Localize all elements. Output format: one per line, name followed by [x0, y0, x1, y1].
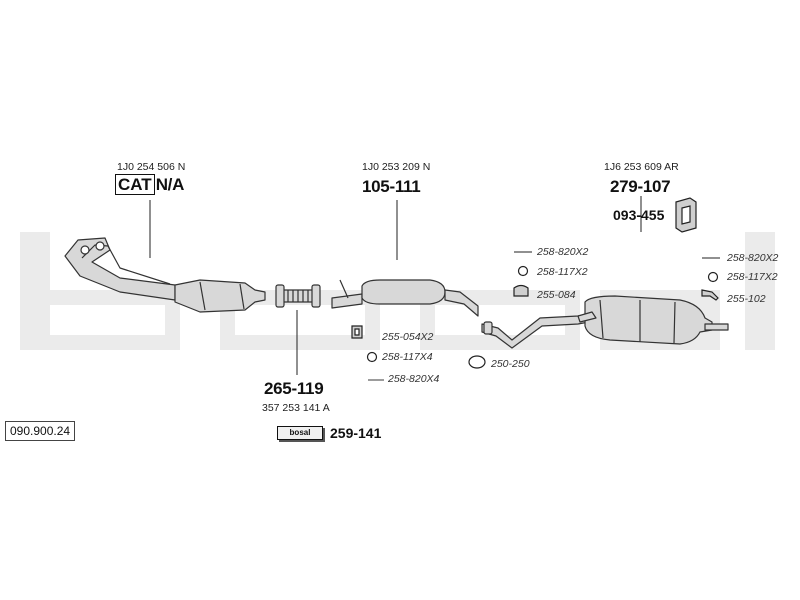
cat-box: CAT — [115, 174, 155, 195]
middle-silencer — [331, 279, 479, 317]
flex-part-number: 265-119 — [264, 379, 324, 398]
flex-oe-number: 357 253 141 A — [262, 402, 330, 414]
rear-silencer — [577, 295, 729, 345]
seal-ring-icon — [468, 355, 486, 369]
acc-right-hanger: 258-820X2 — [727, 252, 779, 264]
bracket-icon — [701, 289, 719, 301]
acc-mid-clamp: 255-054X2 — [382, 331, 434, 343]
clamp-icon — [351, 284, 529, 339]
middle-oe-number: 1J0 253 209 N — [362, 161, 431, 173]
bosal-logo-box: bosal — [277, 426, 323, 440]
acc-center-clamp: 255-084 — [537, 289, 576, 301]
mounting-kit-box-icon — [675, 197, 697, 233]
rear-part-number: 279-107 — [610, 177, 671, 196]
middle-part-number: 105-111 — [362, 177, 421, 196]
acc-seal: 250-250 — [491, 358, 530, 370]
acc-right-ring: 258-117X2 — [727, 271, 778, 283]
rubber-ring-icon — [366, 265, 719, 363]
catalytic-converter — [174, 279, 266, 313]
acc-center-ring: 258-117X2 — [537, 266, 588, 278]
flex-pipe — [275, 284, 321, 308]
front-oe-number: 1J0 254 506 N — [117, 161, 186, 173]
acc-center-hanger: 258-820X2 — [537, 246, 589, 258]
rear-oe-number: 1J6 253 609 AR — [604, 161, 679, 173]
mounting-kit-part-number: 259-141 — [330, 425, 382, 441]
front-pipe — [64, 237, 176, 301]
acc-mid-ring: 258-117X4 — [382, 351, 433, 363]
acc-mid-hanger: 258-820X4 — [388, 373, 440, 385]
reference-code-box: 090.900.24 — [5, 421, 76, 441]
mounting-kit-number: 093-455 — [613, 207, 665, 223]
acc-right-bracket: 255-102 — [727, 293, 766, 305]
front-part-number: N/A — [155, 175, 185, 194]
